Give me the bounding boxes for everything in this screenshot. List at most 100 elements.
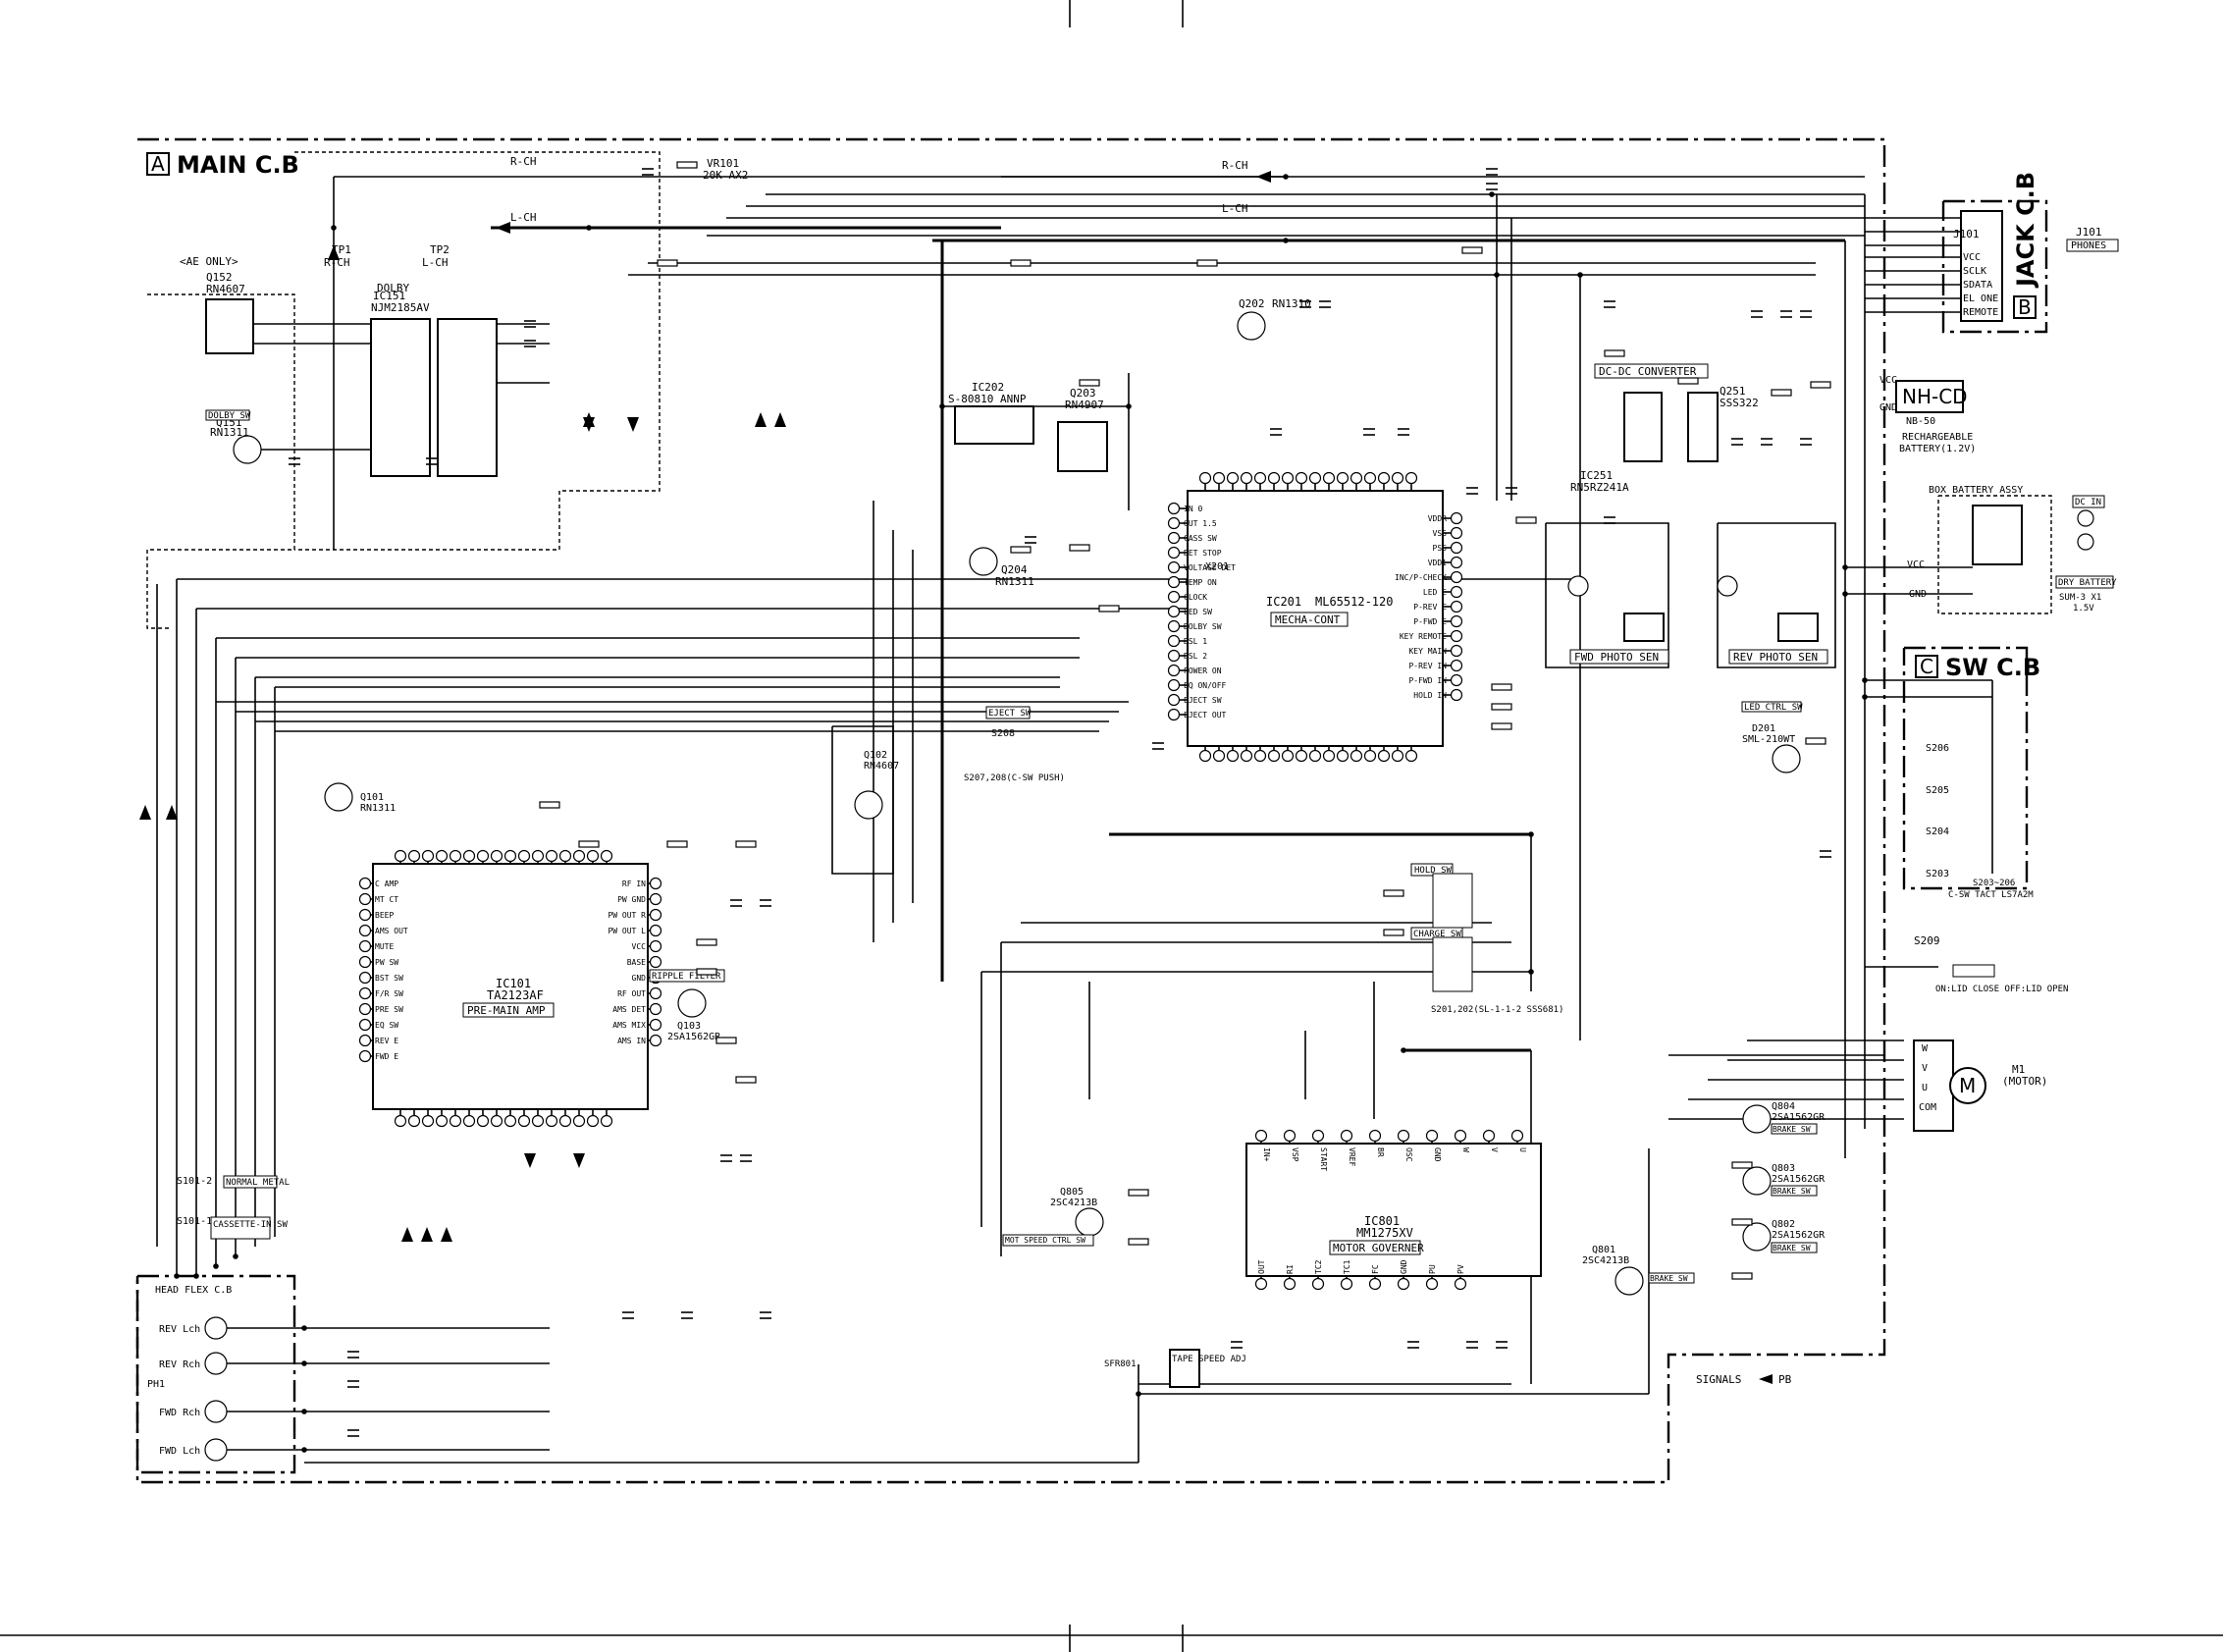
main-board-frame: A MAIN C.B [135, 137, 1886, 1484]
s209-ref: S209 [1914, 934, 1940, 947]
ic801-bottom-pin [1368, 1277, 1382, 1291]
q103-part: 2SA1562GR [667, 1032, 721, 1042]
ic801-top-pin-label: W [1461, 1147, 1470, 1152]
ic101-left-pin-label: BEEP [375, 911, 394, 920]
q102-ref: Q102 [864, 750, 887, 761]
ic201-left-pin [1167, 560, 1181, 574]
ic101-bottom-pin [407, 1114, 421, 1128]
lch-label-2: L-CH [1222, 202, 1248, 215]
sw-s203: S203 [1926, 869, 1949, 879]
ic201-left-pin-label: CLOCK [1184, 593, 1207, 602]
ic201-bottom-pin [1336, 749, 1350, 763]
q251-ref: Q251 [1720, 385, 1746, 398]
junction-dot [1489, 191, 1495, 197]
ic201-left-pin-label: EJECT OUT [1184, 711, 1227, 719]
ic201-right-pin-label: VDDR [1428, 514, 1447, 523]
ic201-top-pin [1212, 471, 1226, 485]
ic101-right-pin [649, 986, 662, 1000]
ic201-top-pin [1350, 471, 1363, 485]
mot-speed-label: MOT SPEED CTRL SW [1005, 1236, 1085, 1245]
ic101-bottom-pin [572, 1114, 586, 1128]
dc-in-label: DC IN [2075, 498, 2101, 507]
ic201-left-pin-label: VOLTAGE DET [1184, 563, 1236, 572]
q802-part: 2SA1562GR [1772, 1230, 1826, 1241]
ic201-top-pin [1404, 471, 1418, 485]
ic201-left-pin [1167, 619, 1181, 633]
resistor [1805, 737, 1826, 745]
sw-board-letter: C [1920, 655, 1933, 678]
main-board-title: MAIN C.B [177, 151, 299, 179]
resistor [1731, 1272, 1753, 1280]
ic101-right-pin-label: RF IN [622, 879, 646, 888]
junction-dot [1126, 403, 1132, 409]
ic202-part: S-80810 ANNP [948, 393, 1027, 405]
battery-val-label: BATTERY(1.2V) [1899, 444, 1976, 454]
ic101-left-pin [358, 939, 372, 953]
ic201-right-pin [1450, 673, 1463, 687]
junction-dot [1283, 238, 1289, 243]
ic201-right-pin-label: HOLD IN [1413, 691, 1447, 700]
junction-dot [1528, 831, 1534, 837]
ic151-name: DOLBY [377, 282, 409, 294]
q204-ref: Q204 [1001, 563, 1028, 576]
ic101-name: PRE-MAIN AMP [467, 1004, 546, 1017]
resistor [1491, 703, 1512, 711]
ic101-left-pin-label: AMS OUT [375, 927, 408, 935]
ic201-top-pin [1308, 471, 1322, 485]
ic801-part: MM1275XV [1356, 1226, 1413, 1240]
junction-dot [193, 1273, 199, 1279]
s203-206-label: S203~206 [1973, 879, 2015, 888]
q805-ref: Q805 [1060, 1187, 1084, 1198]
ic201-right-pin-label: P-FWD E [1413, 617, 1447, 626]
ic801-bottom-pin-label: OUT [1257, 1259, 1266, 1274]
resistor [1079, 379, 1100, 387]
ic101-right-pin [649, 1034, 662, 1047]
ic201-top-pin [1198, 471, 1212, 485]
ic101-right-pin-label: RF OUT [617, 989, 646, 998]
ic201-bottom-pin [1281, 749, 1295, 763]
ic101-right-pin [649, 924, 662, 937]
ic201-top-pin [1336, 471, 1350, 485]
resistor [1069, 544, 1090, 552]
ic801-top-pin-label: OSC [1404, 1147, 1413, 1162]
ic101-right-pin-label: PW OUT L [608, 927, 646, 935]
head-board-title: HEAD FLEX C.B [155, 1285, 232, 1296]
tp2-label: TP2 [430, 243, 450, 256]
junction-dot [939, 403, 945, 409]
ic201-bottom-pin [1240, 749, 1253, 763]
motor-pin-com: COM [1919, 1102, 1936, 1113]
lch-label-1: L-CH [510, 211, 537, 224]
resistor [735, 1076, 757, 1084]
ic801-top-pin-label: U [1518, 1147, 1527, 1152]
head-port-fwd-rch: FWD Rch [159, 1408, 200, 1418]
resistor [1491, 722, 1512, 730]
ic101-right-pin-label: GND [632, 974, 647, 983]
resistor [1731, 1161, 1753, 1169]
resistor [1810, 381, 1831, 389]
ic101-top-pin [545, 849, 558, 863]
phones-label: PHONES [2071, 240, 2106, 251]
ic101-right-pin [649, 1018, 662, 1032]
ic202-reset: IC202 S-80810 ANNP Q203 RN4907 Q204 RN13… [942, 297, 1311, 588]
ic201-left-pin [1167, 531, 1181, 545]
ic201-right-pin [1450, 541, 1463, 555]
resistor [735, 840, 757, 848]
sw-board-title: SW C.B [1945, 654, 2040, 681]
resistor [1491, 683, 1512, 691]
ic201-bottom-pin [1363, 749, 1377, 763]
ic101-bottom-pin [545, 1114, 558, 1128]
ic201-bottom-pin [1377, 749, 1391, 763]
ic101-left-pin [358, 1018, 372, 1032]
ic101-top-pin [490, 849, 503, 863]
x201-label: X201 [1205, 561, 1229, 572]
resistor [657, 259, 678, 267]
ic201-top-pin [1295, 471, 1308, 485]
ic201-right-pin-label: P-REV E [1413, 603, 1447, 612]
ic101-left-pin-label: MT CT [375, 895, 398, 904]
junction-dot [301, 1325, 307, 1331]
ic801-top-pin-label: VSP [1291, 1147, 1299, 1162]
ic101-bottom-pin [517, 1114, 531, 1128]
